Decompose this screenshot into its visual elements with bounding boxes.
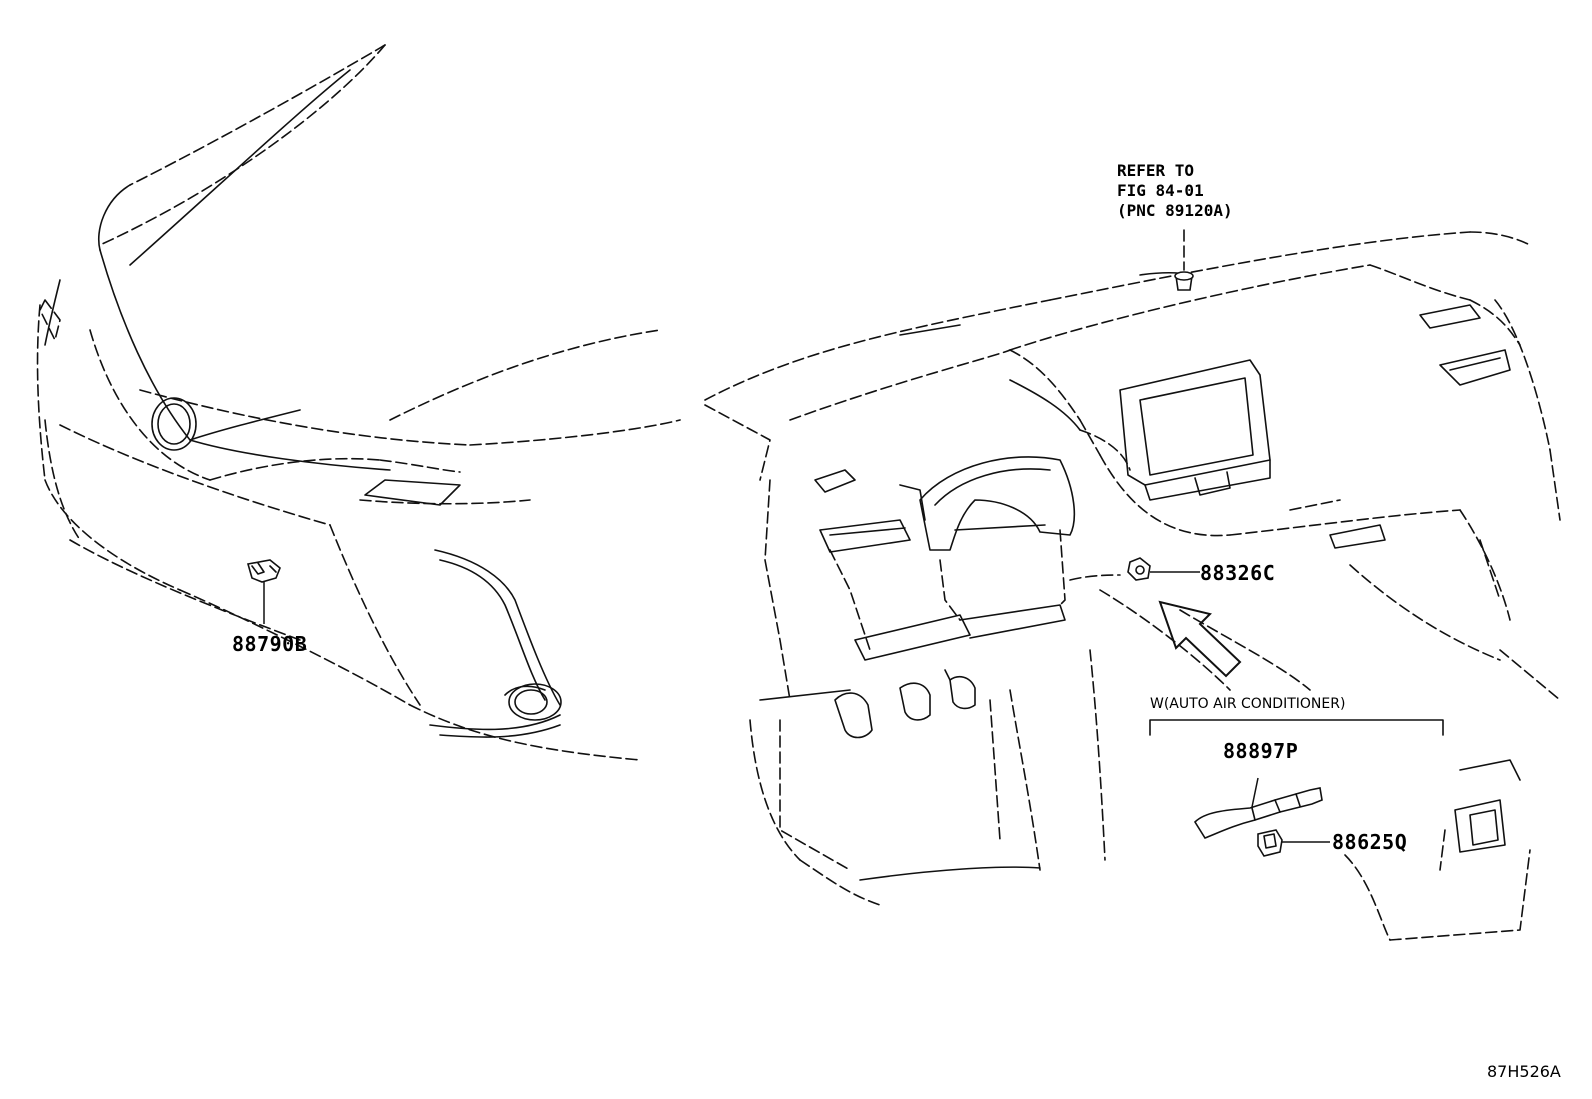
clip-part [1257, 829, 1283, 857]
solar-sensor-part [1174, 271, 1194, 291]
condition-bracket [1149, 719, 1444, 736]
figure-code: 87H526A [1487, 1062, 1561, 1081]
part-number-88625Q[interactable]: 88625Q [1332, 830, 1408, 854]
leader-88897P [1251, 777, 1259, 808]
part-number-88326C[interactable]: 88326C [1200, 561, 1276, 585]
part-number-88790B[interactable]: 88790B [232, 632, 308, 656]
room-temp-sensor-part [1127, 557, 1151, 581]
refer-note-line3[interactable]: (PNC 89120A) [1117, 201, 1233, 220]
aspirator-duct-part [1193, 787, 1323, 839]
view-arrow-icon [1158, 600, 1242, 678]
refer-note: REFER TO FIG 84-01 (PNC 89120A) [1117, 161, 1233, 221]
ambient-sensor-part [246, 559, 281, 583]
part-number-88897P[interactable]: 88897P [1223, 739, 1299, 763]
refer-note-line1: REFER TO [1117, 161, 1195, 180]
pedals [834, 669, 976, 739]
instrument-panel-drawing [704, 229, 1561, 941]
gauge-cluster [919, 456, 1076, 551]
condition-label: W(AUTO AIR CONDITIONER) [1150, 696, 1346, 712]
front-bumper-drawing [36, 44, 681, 761]
center-display [1119, 359, 1271, 501]
refer-note-line2: FIG 84-01 [1117, 181, 1204, 200]
